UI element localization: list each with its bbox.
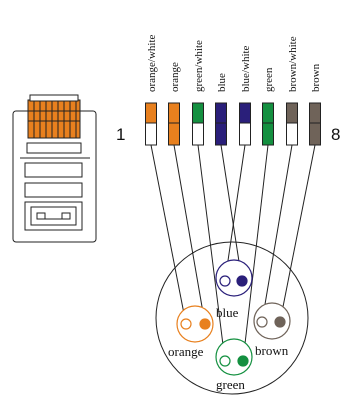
pair-circles — [176, 259, 291, 376]
striped-wire-end — [219, 355, 231, 367]
fan-line — [261, 144, 293, 323]
wire-label: brown — [310, 63, 322, 92]
wire-cap — [145, 102, 157, 146]
wire-cap — [286, 102, 298, 146]
pair-label: green — [216, 377, 245, 392]
pair-label: orange — [168, 344, 204, 359]
twisted-pair — [215, 338, 253, 376]
striped-wire-end — [256, 316, 268, 328]
wire-label: green/white — [193, 40, 205, 92]
wire-label: green — [263, 67, 275, 92]
wire-cap — [192, 102, 204, 146]
solid-wire-end — [274, 316, 286, 328]
pair-labels: orange blue green brown — [168, 305, 289, 392]
wire-fan-lines — [150, 144, 316, 362]
fan-line — [220, 144, 243, 282]
wire-label: orange — [169, 62, 181, 92]
solid-wire-end — [236, 275, 248, 287]
striped-wire-end — [180, 318, 192, 330]
twisted-pair — [176, 305, 214, 343]
fan-line — [197, 144, 226, 362]
wire-cap — [309, 102, 321, 146]
cable-cross-section — [155, 241, 309, 395]
pin-number-last: 8 — [331, 125, 340, 144]
rj45-connector-icon — [12, 94, 97, 243]
pair-label: blue — [216, 305, 239, 320]
wire-cap — [168, 102, 180, 146]
wire-label: orange/white — [146, 34, 158, 92]
pin-number-first: 1 — [116, 125, 125, 144]
fan-line — [173, 144, 206, 325]
pair-ring — [176, 305, 214, 343]
wire-label: blue/white — [240, 45, 252, 92]
fan-line — [150, 144, 187, 325]
twisted-pair — [215, 259, 253, 297]
wire-label: brown/white — [287, 36, 299, 92]
wire-cap — [239, 102, 251, 146]
twisted-pair — [253, 302, 291, 340]
pair-ring — [215, 259, 253, 297]
solid-wire-end — [199, 318, 211, 330]
pair-label: brown — [255, 343, 289, 358]
wire-cap — [262, 102, 274, 146]
fan-line — [279, 144, 316, 323]
wire-caps — [145, 102, 321, 146]
wire-labels: orange/white orange green/white blue blue/wh… — [146, 34, 322, 92]
striped-wire-end — [219, 275, 231, 287]
pair-ring — [253, 302, 291, 340]
wire-label: blue — [216, 73, 228, 92]
fan-line — [242, 144, 269, 362]
wire-cap — [215, 102, 227, 146]
fan-line — [224, 144, 246, 282]
solid-wire-end — [237, 355, 249, 367]
